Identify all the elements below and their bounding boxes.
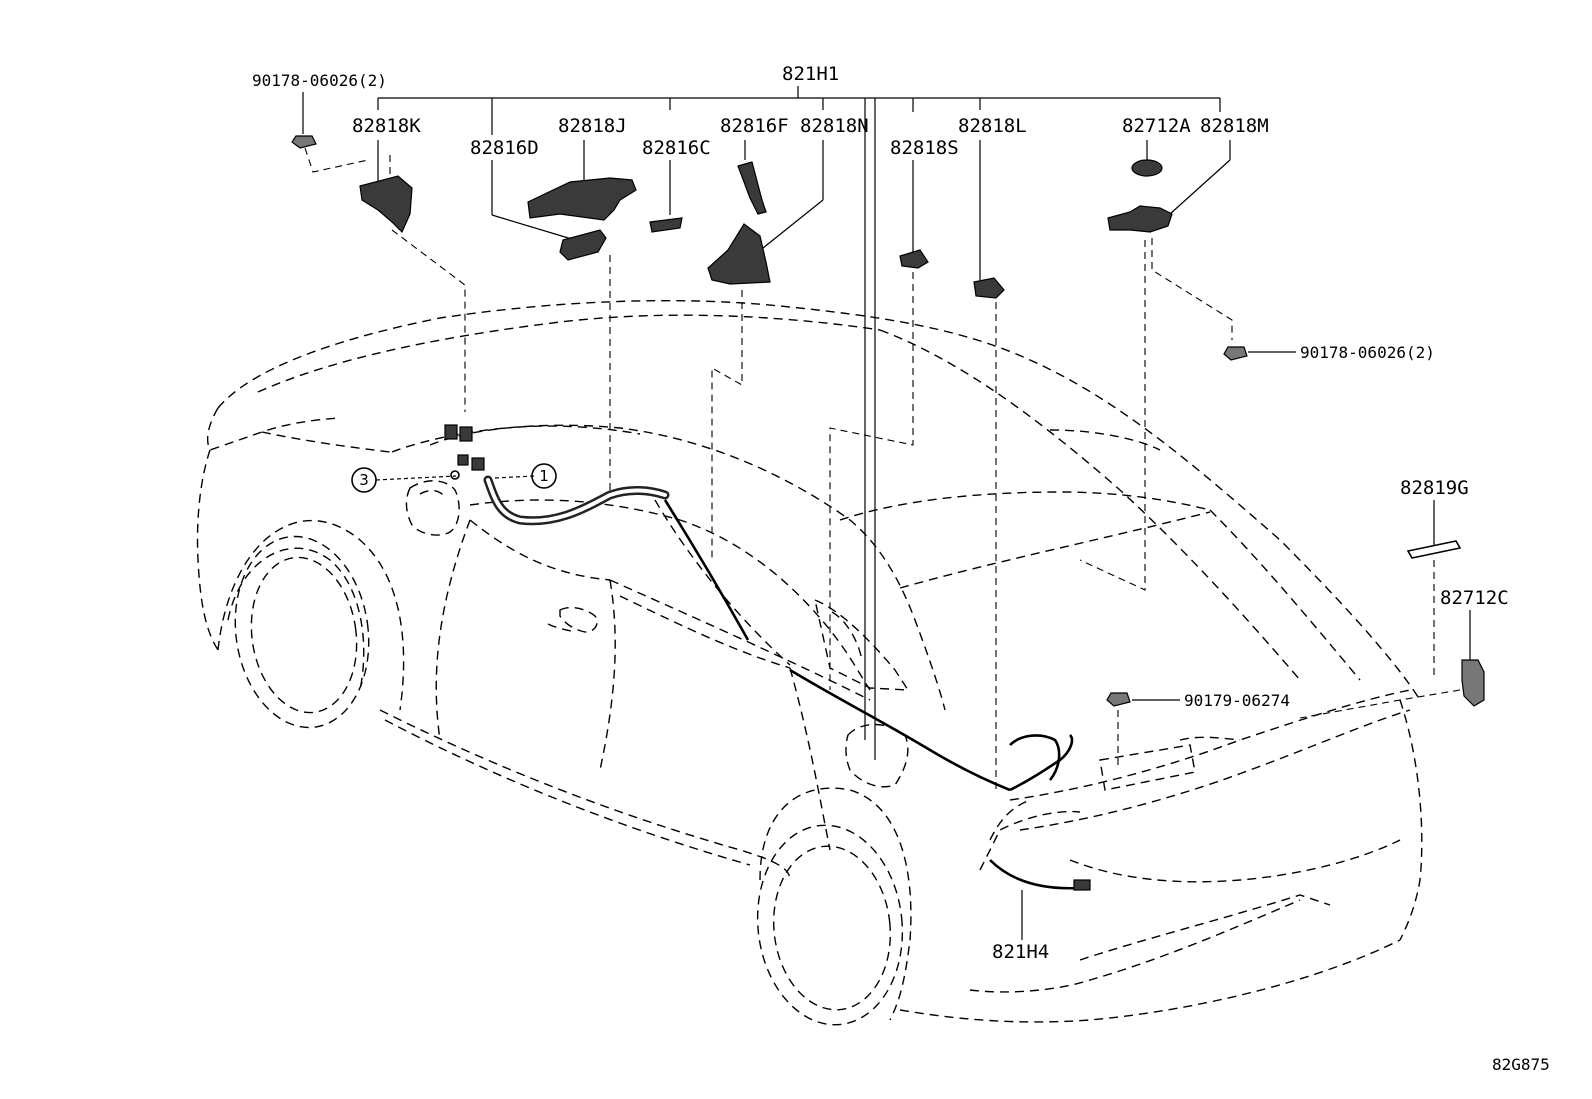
main-harness-bracket xyxy=(377,86,1221,760)
label-82816C: 82816C xyxy=(642,137,711,159)
pillar-harness xyxy=(663,499,750,641)
reference-code: 82G875 xyxy=(1492,1055,1550,1074)
label-82818J: 82818J xyxy=(558,115,627,137)
label-821H1: 821H1 xyxy=(782,63,839,85)
mirror-connectors xyxy=(444,424,485,480)
svg-text:3: 3 xyxy=(359,471,369,489)
part-82818M xyxy=(1079,140,1233,591)
label-82818L: 82818L xyxy=(958,115,1027,137)
hatch-harness xyxy=(1009,734,1074,792)
label-82712C: 82712C xyxy=(1440,587,1509,609)
part-82712C xyxy=(1299,610,1485,719)
label-82816F: 82816F xyxy=(720,115,789,137)
part-82816D xyxy=(491,160,607,261)
part-82816C xyxy=(649,160,683,233)
callout-3: 3 xyxy=(351,467,457,493)
rear-bumper-harness xyxy=(989,859,1081,890)
clip-right xyxy=(1223,346,1296,361)
part-82818S xyxy=(829,160,929,690)
label-clip-right: 90178-06026(2) xyxy=(1300,343,1435,362)
harness-routing xyxy=(483,475,1091,891)
car-body-outline xyxy=(196,299,1423,1026)
part-82819G xyxy=(1406,500,1462,680)
label-82818K: 82818K xyxy=(352,115,421,137)
label-82816D: 82816D xyxy=(470,137,539,159)
label-82712A: 82712A xyxy=(1122,115,1191,137)
roof-side-harness xyxy=(789,668,1011,792)
label-82818S: 82818S xyxy=(890,137,959,159)
label-82819G: 82819G xyxy=(1400,477,1469,499)
label-82818N: 82818N xyxy=(800,115,869,137)
svg-text:1: 1 xyxy=(539,467,549,485)
clip-top-left xyxy=(291,92,369,173)
label-821H4: 821H4 xyxy=(992,941,1049,963)
label-clip-top-left: 90178-06026(2) xyxy=(252,71,387,90)
part-82816F xyxy=(737,140,767,215)
clip-rear xyxy=(1106,692,1180,765)
part-82712A xyxy=(1131,140,1163,177)
part-82818J xyxy=(527,140,637,495)
label-clip-rear: 90179-06274 xyxy=(1184,691,1290,710)
part-82818K xyxy=(359,140,466,412)
part-labels: 821H1 90178-06026(2) 82818K 82816D 82818… xyxy=(252,63,1550,1074)
front-door-harness xyxy=(483,475,670,526)
label-82818M: 82818M xyxy=(1200,115,1269,137)
part-82818N xyxy=(707,140,824,560)
callout-1: 1 xyxy=(494,463,557,489)
part-82818L xyxy=(973,140,1005,790)
